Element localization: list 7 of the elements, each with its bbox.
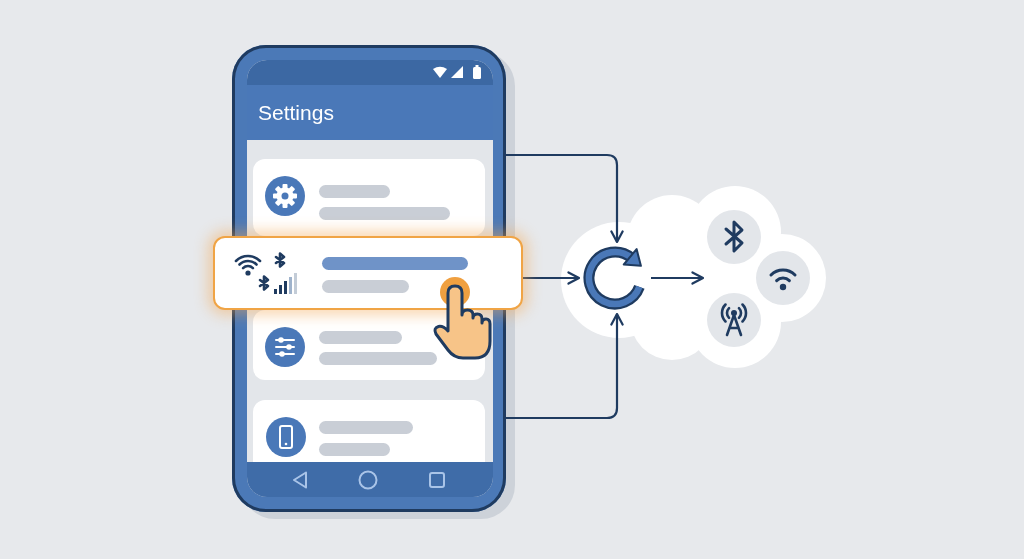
screen-title: Settings	[258, 99, 335, 126]
connector-arrow	[523, 271, 581, 285]
connector-arrow	[506, 153, 624, 244]
connector-arrow	[506, 312, 624, 420]
list-card	[253, 159, 485, 236]
list-card	[253, 400, 485, 462]
highlighted-list-card	[213, 236, 523, 310]
